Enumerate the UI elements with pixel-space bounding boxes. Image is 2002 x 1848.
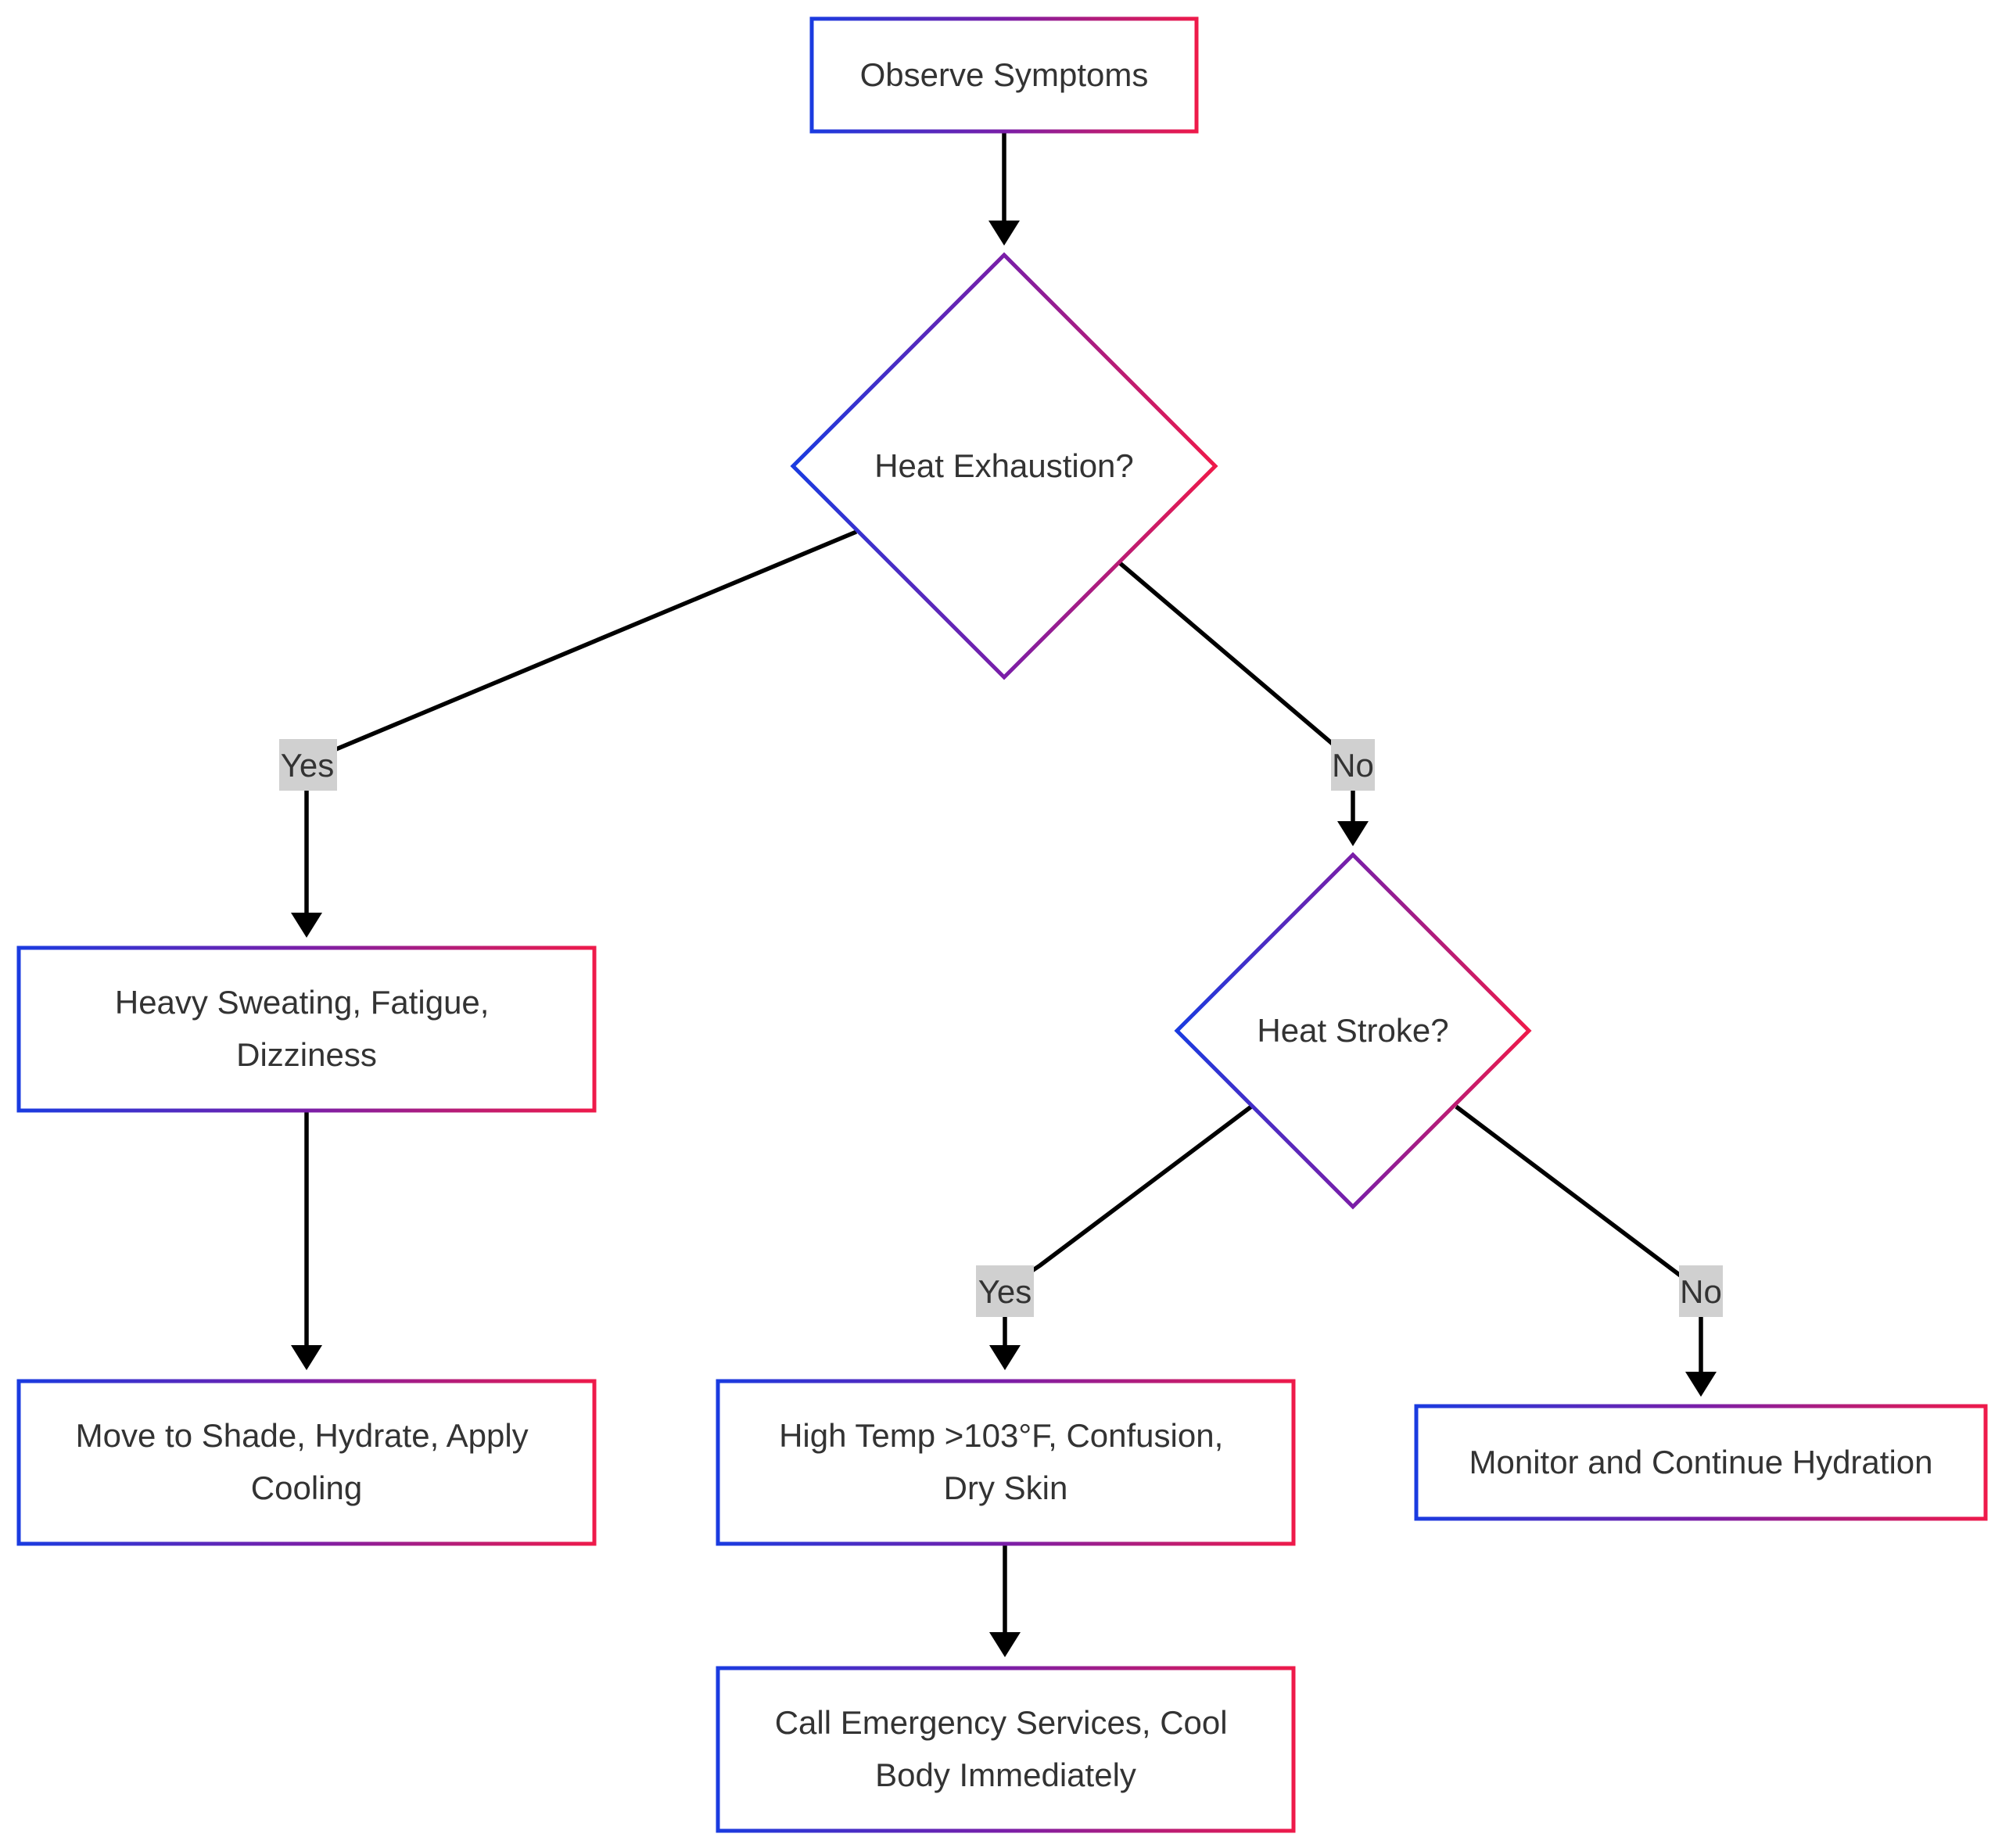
node-label-line: Heavy Sweating, Fatigue, [115,984,490,1021]
decision-heat-stroke[interactable]: Heat Stroke? [1174,852,1532,1210]
node-label: Observe Symptoms [860,56,1149,93]
edge-exhaustion-no [1118,561,1369,846]
node-label: Heavy Sweating, Fatigue, Dizziness [115,984,498,1073]
node-label: Heat Stroke? [1257,1012,1448,1049]
edge-observe-to-exhaustion [988,131,1020,246]
node-exhaustion-treatment[interactable]: Move to Shade, Hydrate, Apply Cooling [16,1379,597,1546]
node-label-line: Observe Symptoms [860,56,1149,93]
node-label: High Temp >103°F, Confusion, Dry Skin [779,1417,1232,1506]
edge-stroke-to-emergency [989,1545,1021,1657]
node-label-line: Heat Stroke? [1257,1012,1448,1049]
node-label-line: Dizziness [236,1036,377,1073]
node-label-line: Body Immediately [875,1756,1136,1793]
node-label-line: High Temp >103°F, Confusion, [779,1417,1223,1454]
edge-label-text: Yes [978,1273,1032,1310]
node-label-line: Move to Shade, Hydrate, Apply [76,1417,529,1454]
edge-labels: Yes No Yes No [279,739,1723,1317]
node-exhaustion-symptoms[interactable]: Heavy Sweating, Fatigue, Dizziness [16,946,597,1113]
node-observe-symptoms[interactable]: Observe Symptoms [809,16,1199,134]
edge-stroke-no [1455,1104,1717,1397]
edge-stroke-yes [989,1104,1253,1370]
edge-label-stroke-yes: Yes [976,1265,1034,1317]
edge-label-exhaustion-yes: Yes [279,739,337,791]
edge-label-text: Yes [281,747,335,784]
edge-label-text: No [1680,1273,1722,1310]
node-emergency[interactable]: Call Emergency Services, Cool Body Immed… [716,1666,1296,1833]
edge-symptoms-to-treatment [291,1111,322,1370]
node-label-line: Cooling [251,1469,362,1506]
node-label: Monitor and Continue Hydration [1469,1444,1932,1480]
node-monitor[interactable]: Monitor and Continue Hydration [1414,1404,1988,1521]
node-stroke-symptoms[interactable]: High Temp >103°F, Confusion, Dry Skin [716,1379,1296,1546]
edge-label-stroke-no: No [1679,1265,1723,1317]
edge-label-exhaustion-no: No [1331,739,1375,791]
node-label: Move to Shade, Hydrate, Apply Cooling [76,1417,538,1506]
node-label: Call Emergency Services, Cool Body Immed… [775,1704,1237,1793]
edge-label-text: No [1332,747,1374,784]
node-label-line: Call Emergency Services, Cool [775,1704,1228,1741]
node-label-line: Monitor and Continue Hydration [1469,1444,1932,1480]
edge-exhaustion-yes [291,529,858,938]
decision-heat-exhaustion[interactable]: Heat Exhaustion? [790,252,1218,680]
nodes: Observe Symptoms Heat Exhaustion? Heavy … [16,16,1988,1833]
node-label: Heat Exhaustion? [874,447,1134,484]
node-label-line: Heat Exhaustion? [874,447,1134,484]
node-label-line: Dry Skin [944,1469,1068,1506]
